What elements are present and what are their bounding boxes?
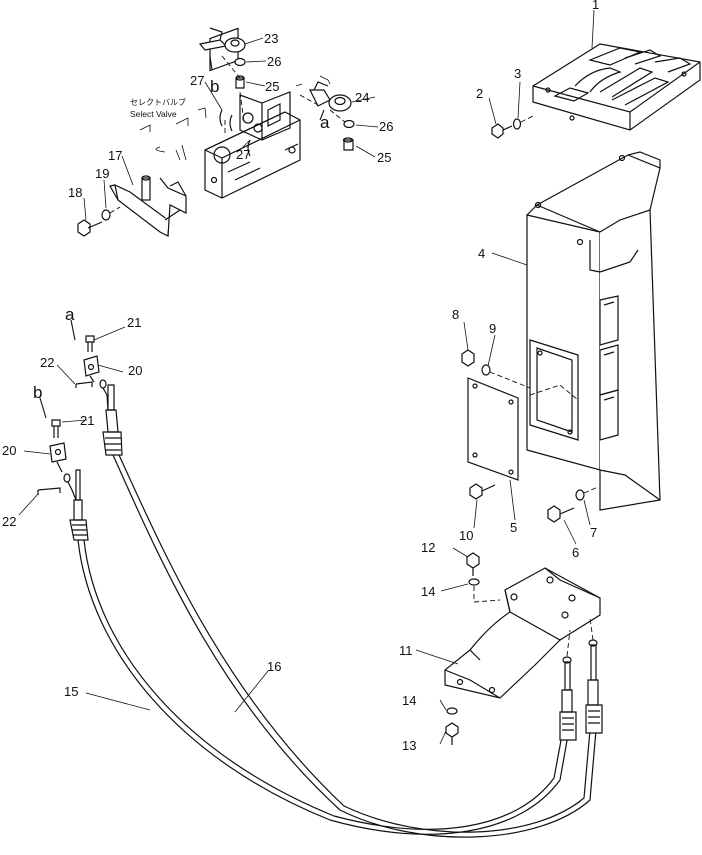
callout-14: 14 (402, 693, 416, 708)
callout-27: 27 (236, 147, 250, 162)
mark-b-valve: b (210, 77, 219, 96)
callout-22: 22 (2, 514, 16, 529)
shift-panel (491, 43, 701, 139)
callout-3: 3 (514, 66, 521, 81)
callout-7: 7 (590, 525, 597, 540)
callout-6: 6 (572, 545, 579, 560)
callout-24: 24 (355, 90, 369, 105)
callout-14: 14 (421, 584, 435, 599)
select-valve-label: セレクトバルブ Select Valve (130, 97, 186, 119)
connection-marks: a b a b (33, 77, 330, 402)
mark-a-valve: a (320, 113, 330, 132)
callout-10: 10 (459, 528, 473, 543)
callout-1: 1 (592, 0, 599, 12)
callout-4: 4 (478, 246, 485, 261)
callout-21: 21 (127, 315, 141, 330)
callout-26: 26 (267, 54, 281, 69)
callout-18: 18 (68, 185, 82, 200)
callout-23: 23 (264, 31, 278, 46)
callout-26: 26 (379, 119, 393, 134)
callout-27: 27 (190, 73, 204, 88)
callout-20: 20 (2, 443, 16, 458)
callout-20: 20 (128, 363, 142, 378)
callout-21: 21 (80, 413, 94, 428)
select-valve-label-jp: セレクトバルブ (130, 97, 186, 107)
callout-9: 9 (489, 321, 496, 336)
callout-17: 17 (108, 148, 122, 163)
callout-2: 2 (476, 86, 483, 101)
select-valve-label-en: Select Valve (130, 109, 177, 119)
cable-end-clamps (37, 319, 109, 501)
callout-15: 15 (64, 684, 78, 699)
leader-lines (18, 9, 595, 745)
cable-bracket (444, 552, 601, 745)
mark-a-cable: a (65, 305, 75, 324)
callout-16: 16 (267, 659, 281, 674)
callout-13: 13 (402, 738, 416, 753)
callout-25: 25 (265, 79, 279, 94)
callout-12: 12 (421, 540, 435, 555)
callout-19: 19 (95, 166, 109, 181)
callout-5: 5 (510, 520, 517, 535)
mark-b-cable: b (33, 383, 42, 402)
callout-8: 8 (452, 307, 459, 322)
callout-11: 11 (399, 643, 413, 658)
select-valve-assembly (77, 27, 355, 237)
callout-numbers: 1 2 3 4 5 6 7 8 9 10 11 12 13 14 14 15 1… (2, 0, 599, 753)
callout-22: 22 (40, 355, 54, 370)
console-box (461, 151, 661, 523)
callout-25: 25 (377, 150, 391, 165)
